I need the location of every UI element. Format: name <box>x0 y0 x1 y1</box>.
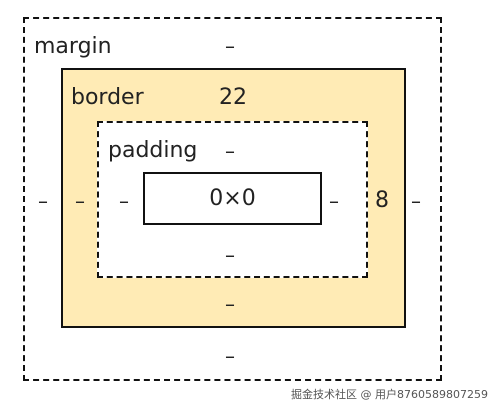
margin-bottom-value: – <box>225 344 235 368</box>
padding-bottom-value: – <box>225 243 235 267</box>
margin-right-value: – <box>411 189 421 213</box>
content-size-value: 0×0 <box>209 186 256 211</box>
padding-right-value: – <box>329 189 339 213</box>
border-top-value: 22 <box>219 85 247 110</box>
border-bottom-value: – <box>225 292 235 316</box>
padding-top-value: – <box>225 139 235 163</box>
border-right-value: 8 <box>375 188 389 213</box>
content-box <box>143 172 322 225</box>
border-label: border <box>71 85 144 110</box>
padding-left-value: – <box>119 189 129 213</box>
border-left-value: – <box>75 189 85 213</box>
margin-left-value: – <box>38 189 48 213</box>
margin-top-value: – <box>225 34 235 58</box>
watermark: 掘金技术社区 @ 用户8760589807259 <box>291 388 488 401</box>
padding-label: padding <box>108 138 198 163</box>
margin-label: margin <box>34 34 112 59</box>
